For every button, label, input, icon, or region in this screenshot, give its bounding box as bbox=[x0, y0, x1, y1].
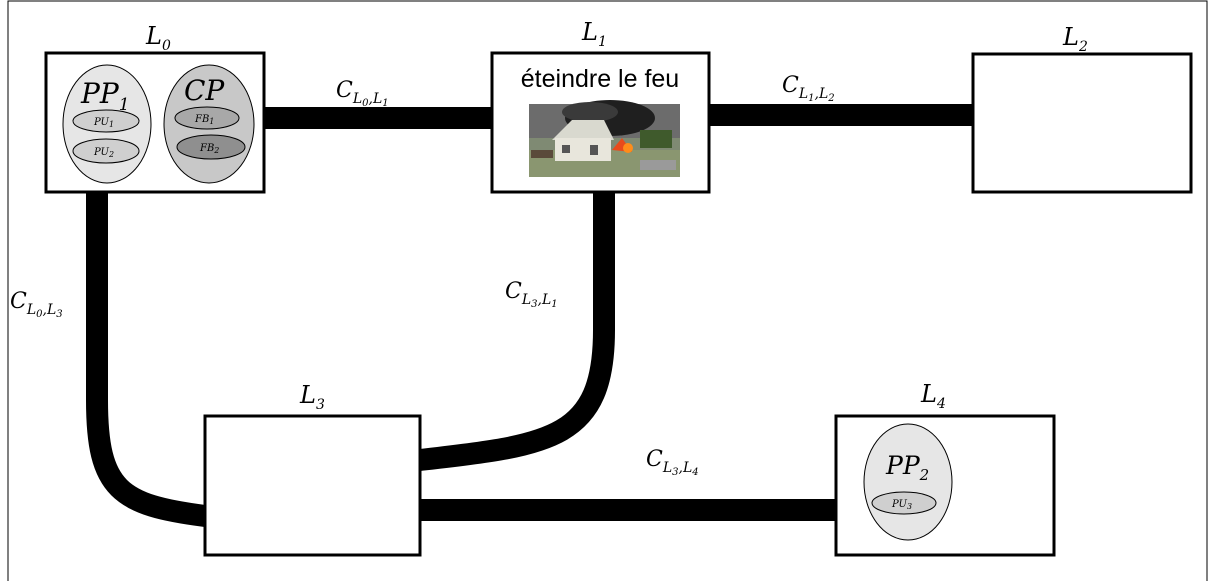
burning-house-image bbox=[529, 100, 680, 177]
group-PP1-label: PP1 bbox=[80, 77, 130, 115]
action-label-L1: éteindre le feu bbox=[521, 65, 679, 93]
member-FB2-ellipse bbox=[176, 134, 246, 160]
member-PU3-label: PU3 bbox=[891, 499, 912, 511]
group-PP2-label: PP2 bbox=[885, 451, 929, 484]
location-label-L3: L3 bbox=[299, 381, 325, 413]
member-PU1-label: PU1 bbox=[93, 117, 114, 129]
connection-label-L1-L2: CL1,L2 bbox=[782, 73, 835, 104]
member-PU3-ellipse bbox=[871, 491, 937, 515]
connection-label-L3-L4: CL3,L4 bbox=[646, 447, 699, 478]
diagram-frame bbox=[7, 0, 1208, 581]
group-PP2-ellipse bbox=[863, 423, 953, 541]
location-label-L1: L1 bbox=[581, 18, 607, 50]
connection-label-L0-L1: CL0,L1 bbox=[336, 78, 389, 109]
member-FB2-label: FB2 bbox=[199, 143, 219, 155]
location-box-L3 bbox=[203, 414, 422, 557]
location-label-L0: L0 bbox=[145, 22, 171, 54]
location-label-L4: L4 bbox=[920, 380, 946, 412]
connection-label-L3-L1: CL3,L1 bbox=[505, 279, 558, 310]
member-FB1-label: FB1 bbox=[194, 114, 214, 126]
location-box-L2 bbox=[971, 52, 1193, 194]
edge-L0-L3 bbox=[86, 193, 207, 527]
edge-L3-L1 bbox=[418, 193, 615, 471]
member-PU1-ellipse bbox=[72, 109, 140, 133]
connection-label-L0-L3: CL0,L3 bbox=[10, 289, 63, 320]
location-label-L2: L2 bbox=[1062, 23, 1088, 55]
member-PU2-ellipse bbox=[72, 138, 140, 164]
member-FB1-ellipse bbox=[174, 106, 240, 130]
member-PU2-label: PU2 bbox=[93, 147, 114, 159]
group-CP-label: CP bbox=[184, 74, 225, 107]
